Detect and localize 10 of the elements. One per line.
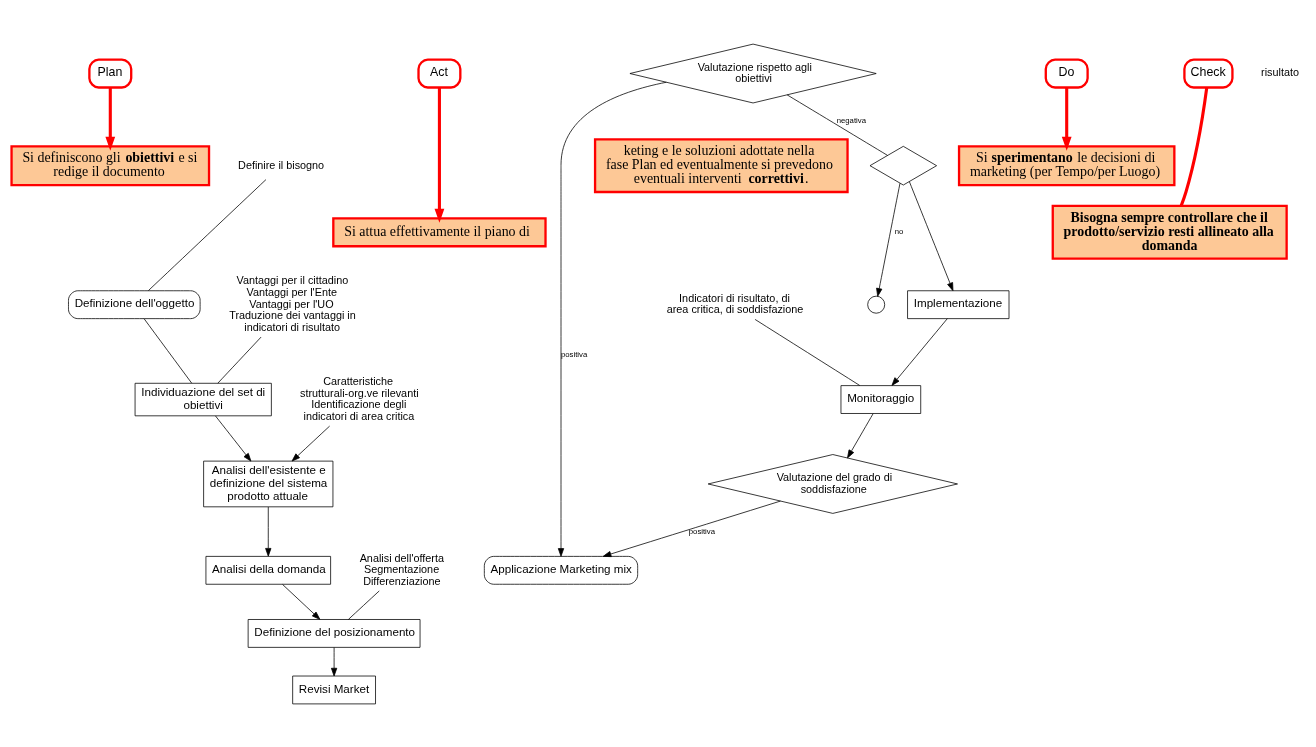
node-text: Definire il bisogno bbox=[238, 158, 325, 171]
edge-label: negativa bbox=[836, 115, 866, 125]
label: risultato bbox=[1261, 65, 1299, 78]
edge-label: positiva bbox=[688, 526, 716, 536]
edge-label: positiva bbox=[561, 349, 588, 359]
node-text: Indicatori di risultato, di area critica, di soddisfazione bbox=[666, 291, 804, 315]
edge-label: no bbox=[894, 226, 904, 236]
node-text: Vantaggi per il cittadino Vantaggi per l'Ente Vantaggi per l'UO Traduzione dei vantaggi in indicatori di risultato bbox=[229, 273, 356, 333]
node-text: Caratteristiche strutturali-org.ve rilevanti Identificazione degli indicatori di area critica bbox=[300, 374, 419, 422]
node-text: Analisi dell'offerta Segmentazione Differenziazione bbox=[359, 551, 444, 587]
